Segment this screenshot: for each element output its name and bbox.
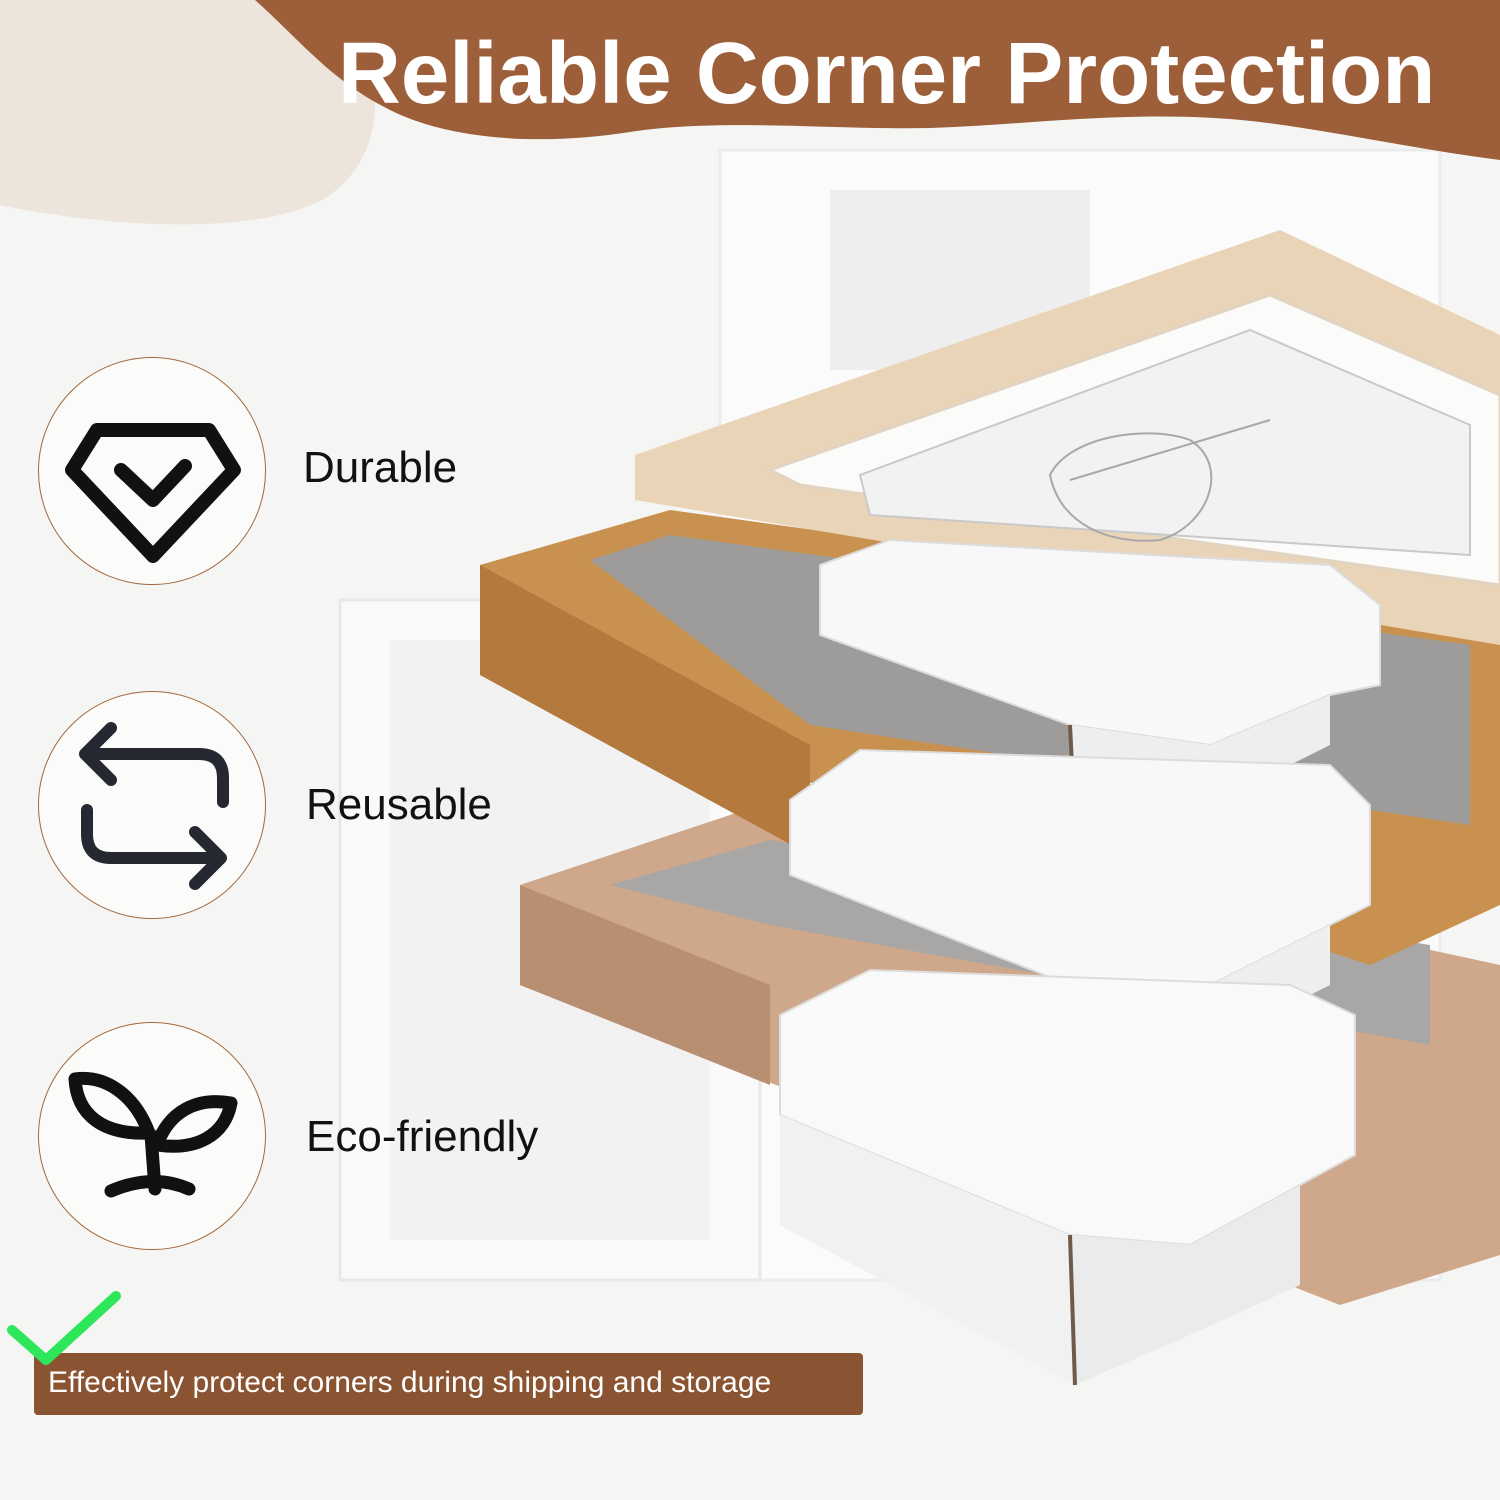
feature-eco-badge [38, 1022, 266, 1250]
feature-reusable-badge [38, 691, 266, 919]
feature-label-durable: Durable [303, 443, 458, 492]
product-photo [480, 230, 1500, 1386]
tagline-banner: Effectively protect corners during shipp… [34, 1353, 863, 1415]
feature-label-reusable: Reusable [306, 780, 492, 829]
diamond-check-icon [65, 423, 241, 563]
feature-durable-badge [38, 357, 266, 585]
feature-label-eco-friendly: Eco-friendly [306, 1112, 539, 1161]
frame-top [635, 230, 1500, 645]
sprout-icon [68, 1071, 238, 1198]
tagline-text: Effectively protect corners during shipp… [48, 1366, 772, 1399]
corner-protector-3 [779, 968, 1356, 1386]
checkmark-icon [7, 1291, 121, 1365]
page-title: Reliable Corner Protection [338, 25, 1436, 122]
repeat-arrows-icon [79, 722, 229, 890]
